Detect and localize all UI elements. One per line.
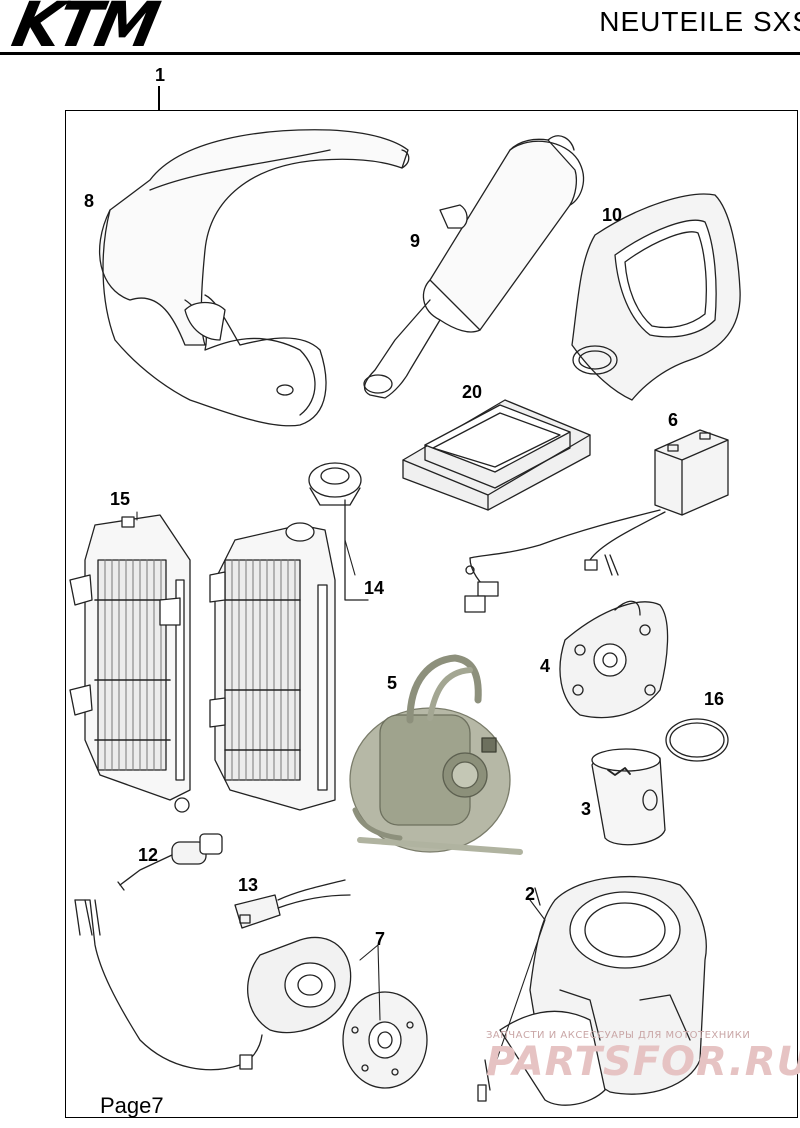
callout-14: 14	[364, 578, 385, 598]
callout-9: 9	[410, 231, 421, 251]
airbox-boot-drawing	[571, 193, 741, 401]
watermark-site: PARTSFOR.RU	[486, 1039, 800, 1085]
ignition-stator-drawing	[74, 899, 428, 1089]
callout-15: 15	[110, 489, 131, 509]
callout-8: 8	[84, 191, 95, 211]
callout-10: 10	[602, 205, 623, 225]
page-header: KTM NEUTEILE SXS	[0, 0, 800, 61]
piston-drawing	[591, 748, 666, 846]
watermark-tagline: ЗАПЧАСТИ И АКСЕССУАРЫ ДЛЯ МОТОТЕХНИКИ	[486, 1030, 751, 1041]
watermark: ЗАПЧАСТИ И АКСЕССУАРЫ ДЛЯ МОТОТЕХНИКИ PA…	[486, 1030, 800, 1085]
air-filter-drawing	[402, 399, 591, 511]
kit-leader-line	[158, 86, 160, 110]
left-radiator-drawing	[69, 514, 191, 813]
callout-5: 5	[387, 673, 398, 693]
leader-lines	[136, 511, 546, 1066]
sensor-drawing	[117, 833, 223, 891]
carburetor-drawing	[349, 654, 523, 855]
header-divider	[0, 52, 800, 55]
exhaust-pipe-drawing	[98, 129, 410, 427]
callout-20: 20	[462, 382, 483, 402]
right-radiator-drawing	[209, 462, 369, 811]
callout-13: 13	[238, 875, 259, 895]
callout-3: 3	[581, 799, 592, 819]
cylinder-drawing	[477, 876, 707, 1106]
regulator-drawing	[234, 879, 351, 929]
parts-kit-frame	[65, 110, 798, 1118]
callout-4: 4	[540, 656, 551, 676]
callout-7: 7	[375, 929, 386, 949]
callout-12: 12	[138, 845, 159, 865]
callout-1: 1	[155, 65, 166, 85]
piston-ring-drawing	[665, 718, 729, 762]
cdi-unit-drawing	[464, 429, 729, 613]
page-label: Page7	[100, 1093, 164, 1118]
cylinder-head-drawing	[559, 600, 669, 719]
callout-6: 6	[668, 410, 679, 430]
silencer-drawing	[363, 135, 585, 399]
document-title: NEUTEILE SXS	[599, 6, 800, 37]
callout-2: 2	[525, 884, 536, 904]
callout-16: 16	[704, 689, 725, 709]
